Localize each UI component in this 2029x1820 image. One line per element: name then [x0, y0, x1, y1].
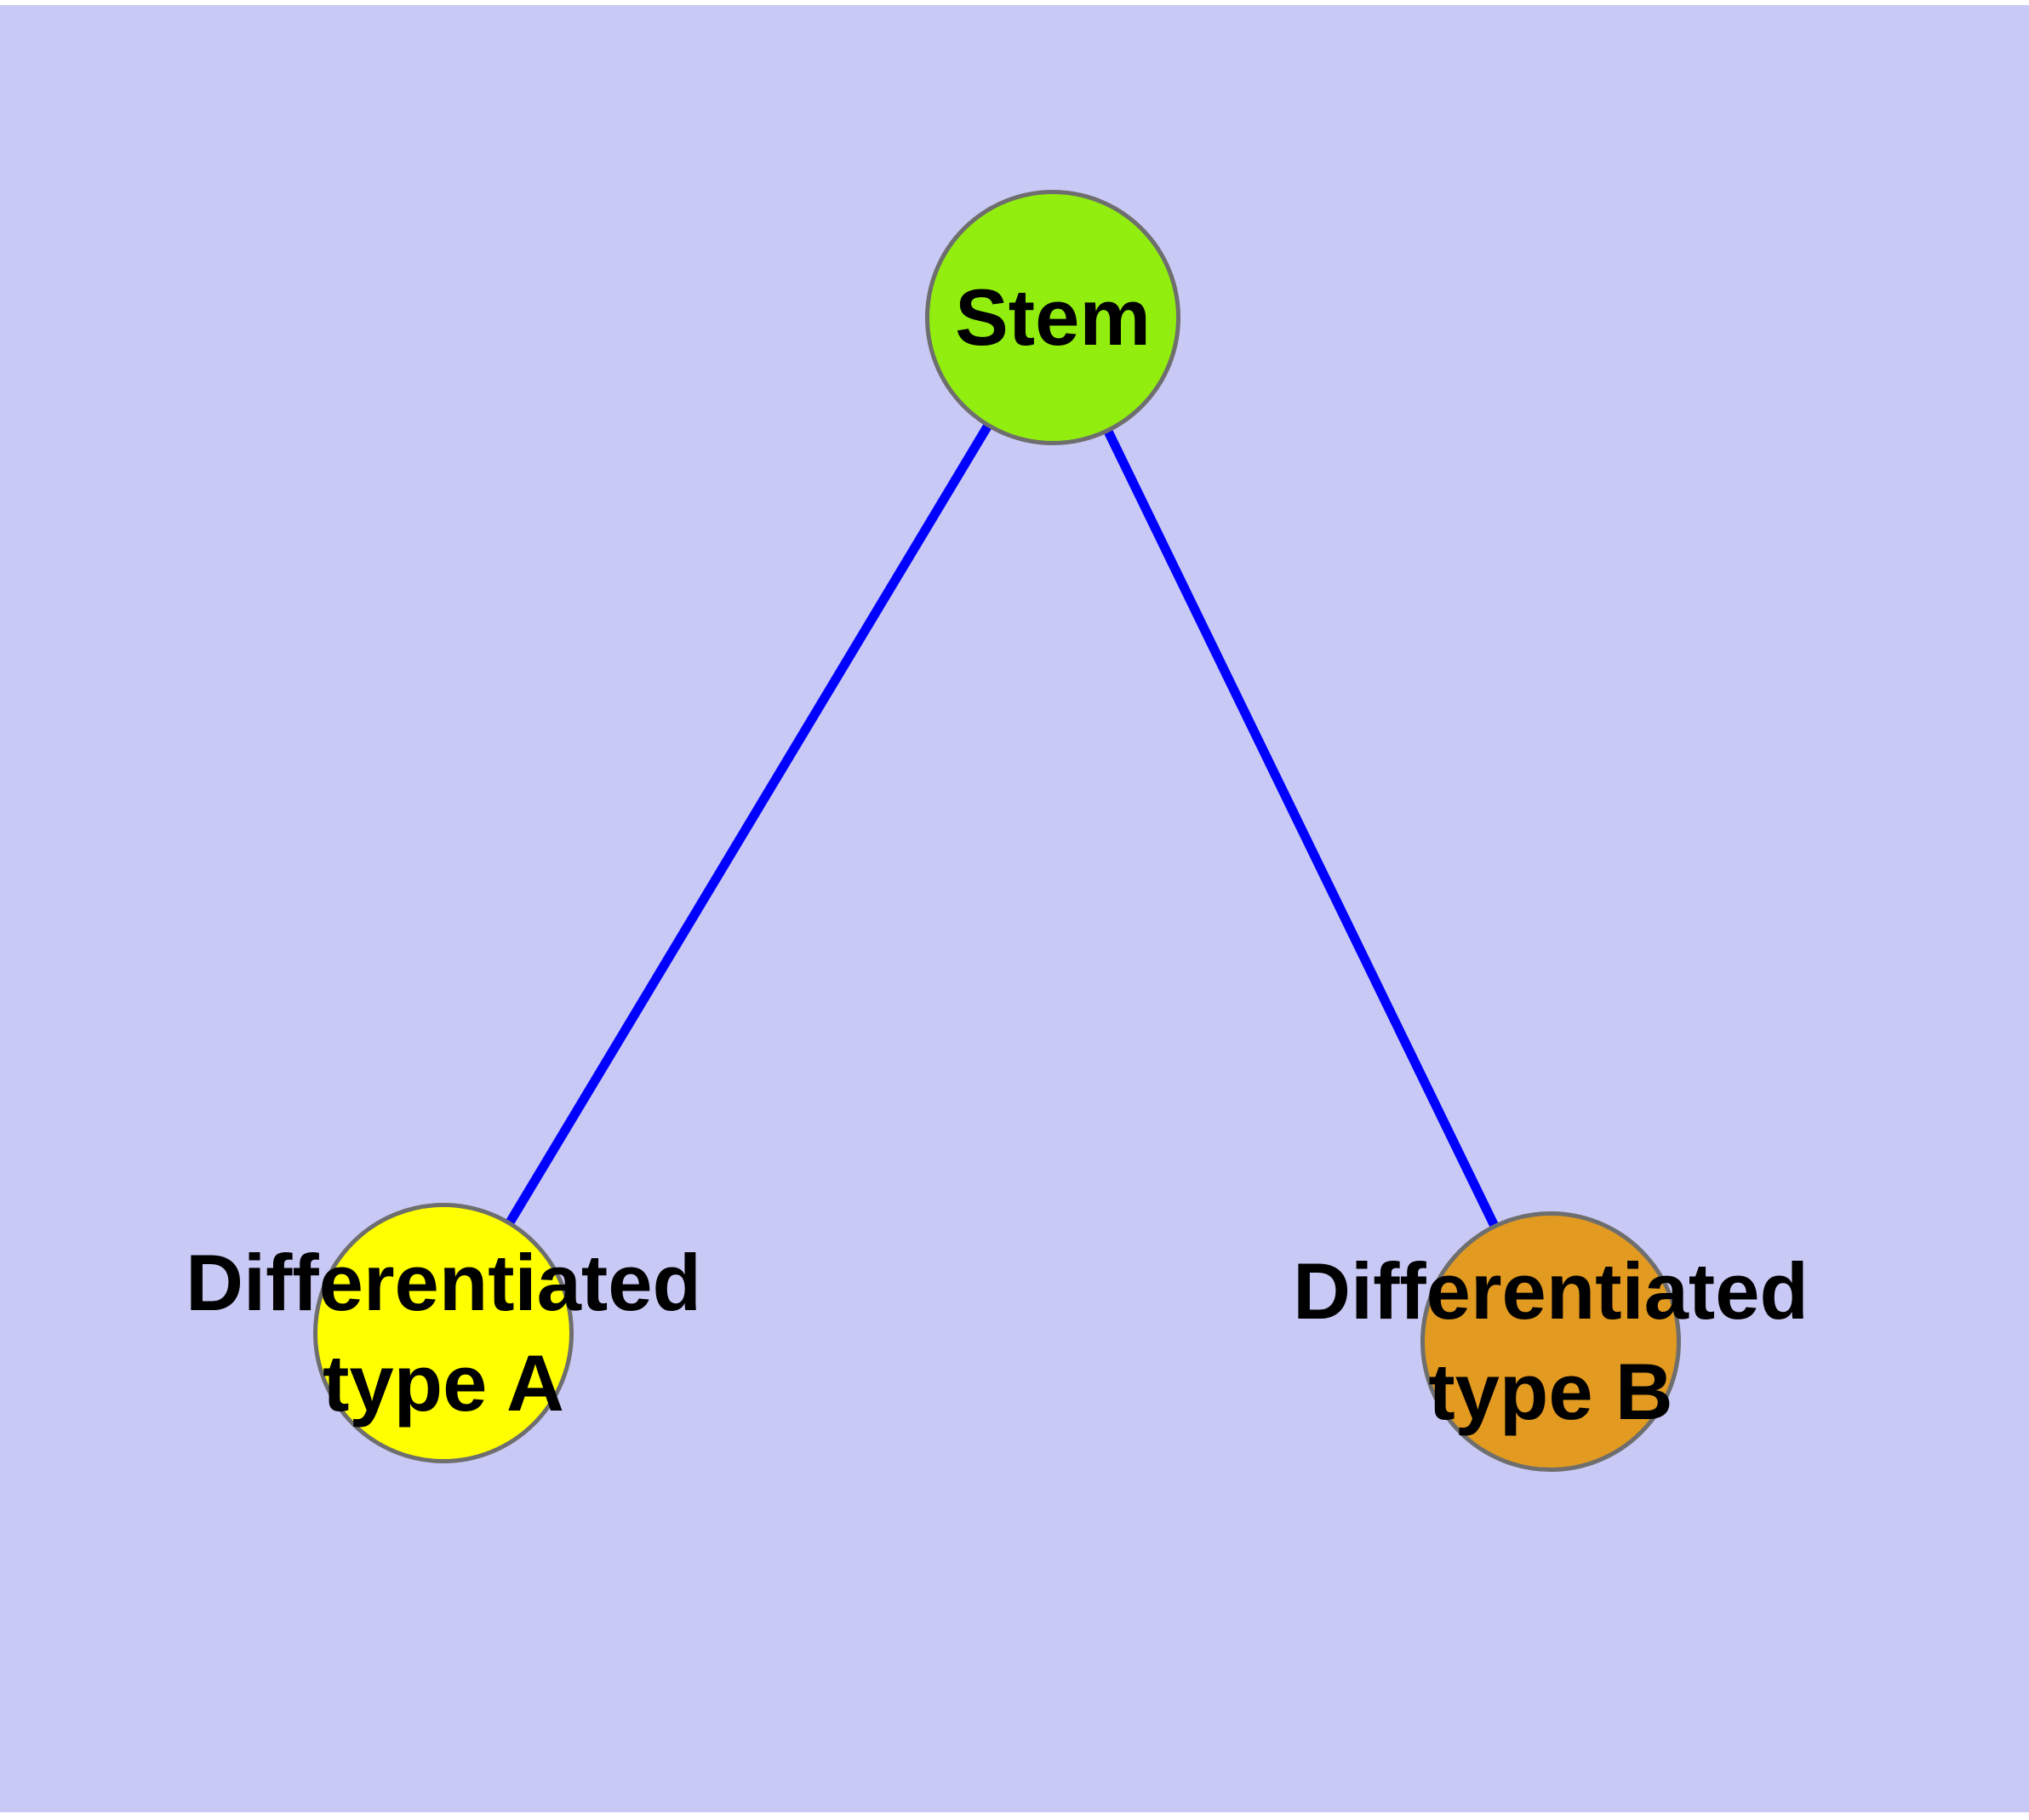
label-line: Differentiated [186, 1238, 701, 1327]
label-line: type A [323, 1338, 564, 1428]
node-stem-label: Stem [955, 267, 1151, 368]
label-line: type B [1428, 1347, 1673, 1436]
edge-stem-to-type-a [439, 315, 1057, 1336]
label-line: Differentiated [1293, 1246, 1809, 1336]
node-type-b-label: Differentiated type B [1293, 1241, 1809, 1442]
node-differentiated-type-a[interactable] [313, 1203, 574, 1463]
node-differentiated-type-b[interactable] [1420, 1211, 1681, 1472]
label-line: Stem [955, 272, 1151, 362]
edge-stem-to-type-b [1049, 315, 1555, 1344]
node-stem[interactable] [925, 190, 1180, 445]
node-type-a-label: Differentiated type A [186, 1233, 701, 1434]
